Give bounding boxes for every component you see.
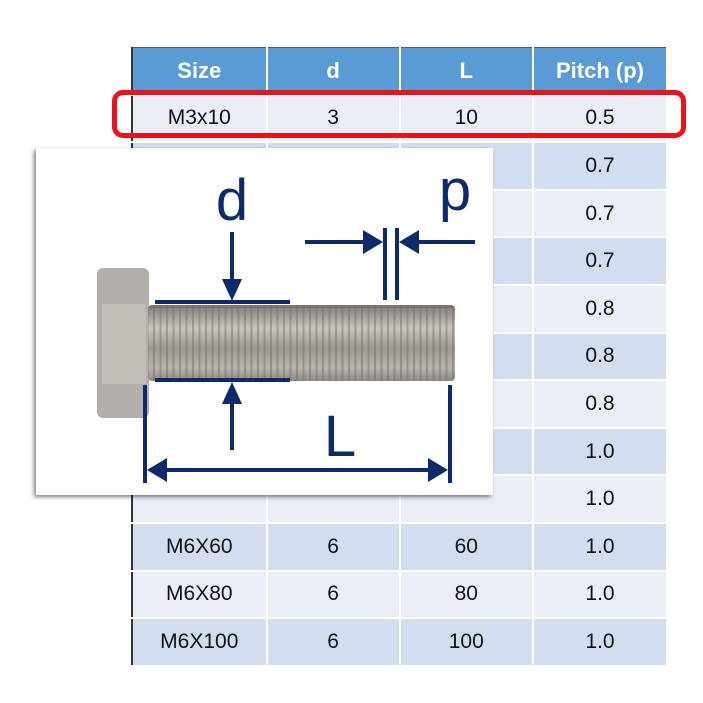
l-label: L bbox=[324, 404, 356, 469]
cell-pitch: 0.7 bbox=[533, 189, 668, 239]
cell-pitch: 1.0 bbox=[533, 427, 668, 477]
bolt-image bbox=[97, 268, 455, 418]
table-header-row: Size d L Pitch (p) bbox=[132, 47, 668, 96]
cell-l: 60 bbox=[399, 522, 535, 572]
cell-pitch: 0.7 bbox=[533, 142, 668, 191]
d-label: d bbox=[216, 168, 248, 233]
cell-d: 6 bbox=[266, 522, 401, 572]
header-pitch: Pitch (p) bbox=[533, 47, 668, 96]
cell-pitch: 1.0 bbox=[533, 522, 668, 572]
cell-l: 80 bbox=[399, 570, 535, 620]
header-size: Size bbox=[132, 47, 268, 96]
cell-size: M6X100 bbox=[132, 618, 268, 667]
cell-size: M6X80 bbox=[132, 570, 268, 620]
highlight-box bbox=[112, 90, 686, 138]
cell-pitch: 1.0 bbox=[533, 618, 668, 667]
cell-pitch: 0.8 bbox=[533, 284, 668, 334]
cell-pitch: 0.8 bbox=[533, 380, 668, 429]
cell-pitch: 0.7 bbox=[533, 237, 668, 286]
cell-pitch: 1.0 bbox=[533, 475, 668, 524]
cell-d: 6 bbox=[266, 570, 401, 620]
cell-pitch: 0.8 bbox=[533, 332, 668, 382]
bolt-diagram: d p L bbox=[36, 148, 493, 495]
cell-size: M6X60 bbox=[132, 522, 268, 572]
p-label: p bbox=[439, 158, 471, 223]
dimension-lines bbox=[143, 228, 475, 483]
header-d: d bbox=[266, 47, 401, 96]
cell-pitch: 1.0 bbox=[533, 570, 668, 620]
bolt-diagram-svg: d p L bbox=[97, 158, 475, 483]
cell-d: 6 bbox=[266, 618, 401, 667]
header-l: L bbox=[399, 47, 535, 96]
cell-l: 100 bbox=[399, 618, 535, 667]
